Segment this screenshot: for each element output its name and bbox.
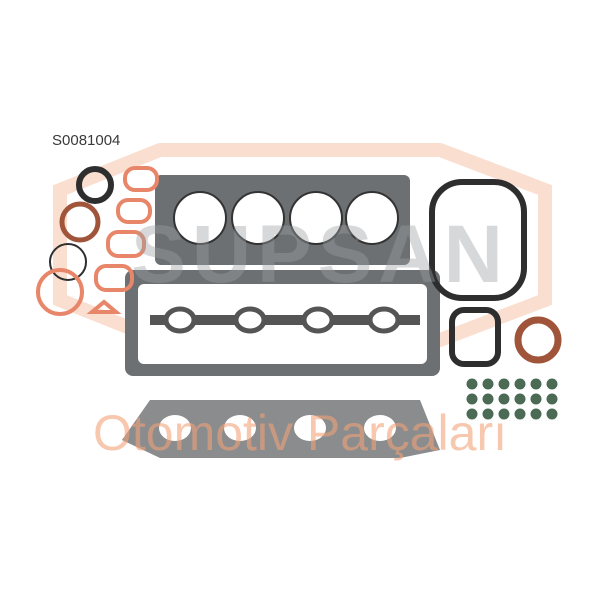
valve-stem-seal — [530, 378, 542, 390]
valve-stem-seal — [466, 378, 478, 390]
valve-stem-seal — [498, 408, 510, 420]
valve-stem-seal — [482, 408, 494, 420]
cylinder-head-gasket — [155, 175, 410, 265]
oil-pan-gasket — [429, 179, 527, 301]
valve-stem-seal — [514, 408, 526, 420]
exhaust-manifold-gasket — [122, 400, 440, 458]
o-rings-and-seals — [36, 166, 159, 316]
valve-stem-seal — [546, 378, 558, 390]
valve-stem-seals — [466, 378, 558, 420]
valve-stem-seal — [498, 393, 510, 405]
watermark-brand: SUPSAN — [131, 209, 509, 300]
oil-seal-ring — [514, 316, 562, 364]
valve-stem-seal — [514, 393, 526, 405]
valve-stem-seal — [482, 393, 494, 405]
small-cover-gasket — [449, 307, 501, 367]
valve-stem-seal — [530, 393, 542, 405]
watermark-tagline: Otomotiv Parçaları — [93, 405, 507, 461]
valve-stem-seal — [546, 408, 558, 420]
valve-stem-seal — [466, 408, 478, 420]
part-number-label: S0081004 — [52, 132, 121, 149]
valve-stem-seal — [530, 408, 542, 420]
valve-stem-seal — [498, 378, 510, 390]
valve-stem-seal — [514, 378, 526, 390]
valve-stem-seal — [482, 378, 494, 390]
valve-stem-seal — [466, 393, 478, 405]
valve-cover-gasket — [125, 270, 440, 376]
valve-stem-seal — [546, 393, 558, 405]
